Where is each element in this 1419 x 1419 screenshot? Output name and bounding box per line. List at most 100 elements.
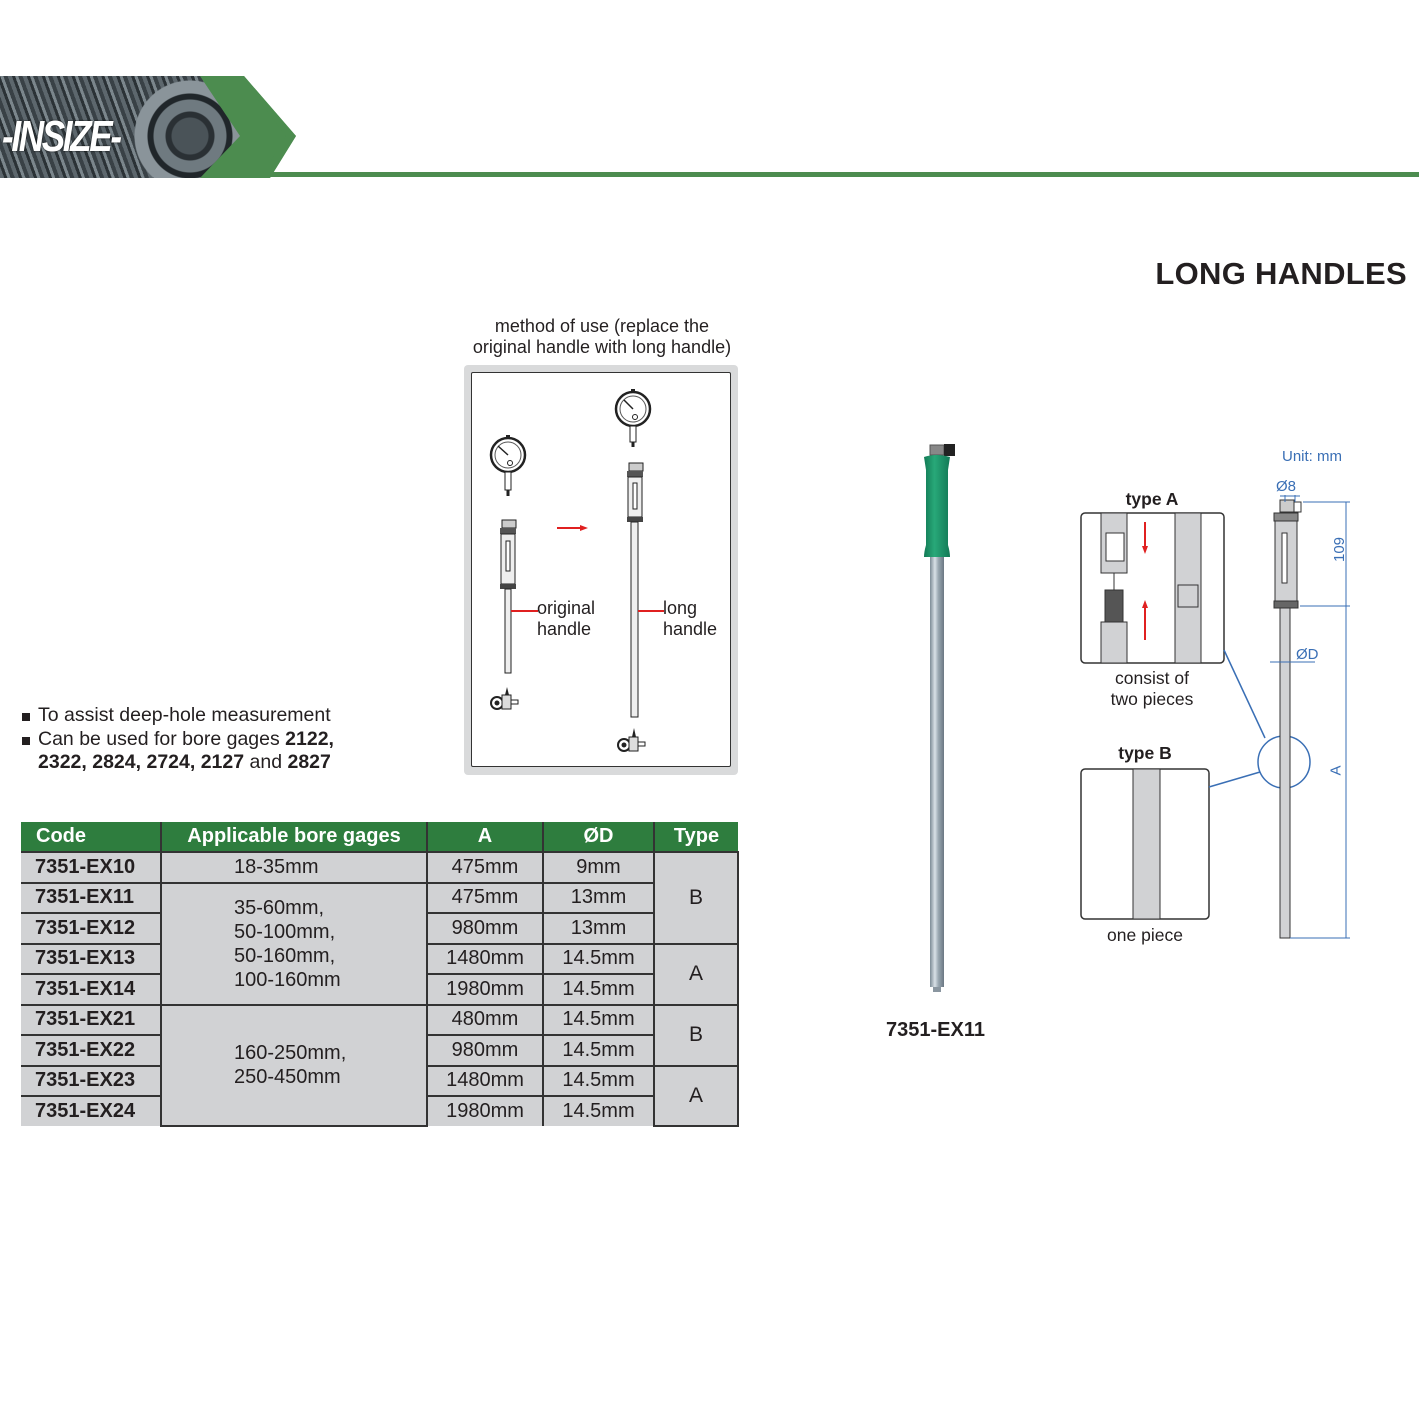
applicable-line: 100-160mm (234, 968, 341, 991)
model-number: 2724, (146, 751, 196, 773)
cell-diameter: 9mm (542, 851, 655, 884)
product-photo-long-handle (924, 444, 955, 992)
long-handle-label: long handle (663, 598, 717, 640)
cell-type: A (653, 942, 739, 1006)
cell-type: B (653, 851, 739, 945)
column-header-a: A (426, 822, 543, 852)
table-row: 7351-EX22 980mm 14.5mm (21, 1034, 738, 1067)
cell-applicable: 160-250mm, 250-450mm (160, 1003, 428, 1127)
unit-label: Unit: mm (1282, 448, 1342, 465)
cell-diameter: 13mm (542, 881, 655, 914)
cell-a: 1480mm (426, 942, 544, 975)
cell-code: 7351-EX13 (21, 942, 162, 975)
cell-a: 980mm (426, 1034, 544, 1067)
dimension-109: 109 (1331, 536, 1349, 563)
label-line: long (663, 598, 698, 618)
column-header-applicable: Applicable bore gages (160, 822, 427, 852)
banner-chevron-icon (200, 76, 296, 178)
cell-code: 7351-EX22 (21, 1034, 162, 1067)
model-number: 2127 (200, 751, 245, 773)
probe-head-icon (617, 728, 646, 752)
label-line: handle (663, 619, 718, 639)
type-b-caption: one piece (1107, 925, 1183, 945)
cell-diameter: 14.5mm (542, 942, 655, 975)
caption-line: method of use (replace the (494, 316, 710, 336)
table-header-row: Code Applicable bore gages A ØD Type (21, 822, 738, 852)
model-number: 2827 (287, 751, 331, 773)
technical-drawing (1080, 495, 1350, 939)
applicable-line: 250-450mm (234, 1066, 341, 1088)
cell-applicable: 35-60mm, 50-100mm, 50-160mm, 100-160mm (160, 881, 428, 1006)
label-line: original (537, 598, 596, 618)
applicable-line: 35-60mm, (234, 896, 325, 919)
column-header-diameter: ØD (542, 822, 654, 852)
original-handle-icon (500, 519, 538, 674)
spec-table: Code Applicable bore gages A ØD Type 735… (21, 822, 739, 1127)
table-row: 7351-EX24 1980mm 14.5mm (21, 1095, 738, 1126)
feature-item: Can be used for bore gages 2122, 2322, 2… (22, 728, 334, 775)
table-row: 7351-EX11 35-60mm, 50-100mm, 50-160mm, 1… (21, 881, 738, 1006)
cell-a: 980mm (426, 912, 544, 945)
insize-logo: -INSIZE- (2, 112, 122, 161)
cell-a: 1480mm (426, 1064, 544, 1097)
feature-text: and (249, 751, 283, 773)
cell-diameter: 14.5mm (542, 1064, 655, 1097)
cell-code: 7351-EX10 (21, 851, 162, 884)
type-b-title: type B (1118, 743, 1172, 763)
applicable-line: 160-250mm, (234, 1042, 347, 1064)
column-header-code: Code (21, 822, 161, 852)
method-of-use-diagram (489, 389, 664, 752)
column-header-type: Type (653, 822, 738, 852)
page-title: LONG HANDLES (1155, 256, 1407, 291)
cell-a: 475mm (426, 881, 544, 914)
method-of-use-caption: method of use (replace the original hand… (460, 316, 744, 358)
feature-text: To assist deep-hole measurement (38, 704, 331, 726)
cell-diameter: 13mm (542, 912, 655, 945)
applicable-line: 50-160mm, (234, 944, 336, 967)
model-number: 2322, (38, 751, 87, 773)
feature-list: To assist deep-hole measurement Can be u… (22, 704, 334, 775)
dial-indicator-icon (614, 389, 652, 447)
type-a-title: type A (1125, 489, 1179, 509)
cell-code: 7351-EX11 (21, 881, 162, 914)
header-banner (0, 76, 300, 178)
applicable-line: 50-100mm, (234, 920, 336, 943)
cell-code: 7351-EX21 (21, 1003, 162, 1036)
type-a-caption: consist of two pieces (1090, 668, 1214, 710)
caption-line: original handle with long handle) (472, 337, 732, 357)
cell-diameter: 14.5mm (542, 1034, 655, 1067)
table-row: 7351-EX12 980mm 13mm (21, 912, 738, 945)
table-row: 7351-EX14 1980mm 14.5mm (21, 973, 738, 1006)
table-row: 7351-EX10 18-35mm 475mm 9mm B (21, 851, 739, 945)
table-row: 7351-EX21 160-250mm, 250-450mm 480mm 14.… (21, 1003, 739, 1127)
dial-indicator-icon (489, 435, 527, 496)
caption-line: consist of (1115, 668, 1189, 688)
cell-code: 7351-EX12 (21, 912, 162, 945)
cell-a: 1980mm (426, 1095, 544, 1126)
cell-a: 1980mm (426, 973, 544, 1006)
dimension-a: A (1327, 765, 1345, 776)
banner-gear-photo (0, 76, 240, 178)
probe-head-icon (490, 687, 519, 710)
feature-item: To assist deep-hole measurement (22, 704, 334, 728)
cell-diameter: 14.5mm (542, 1003, 655, 1036)
method-of-use-panel: original handle long handle (464, 365, 738, 775)
caption-line: two pieces (1110, 689, 1194, 709)
cell-code: 7351-EX14 (21, 973, 162, 1006)
cell-type: B (653, 1003, 739, 1067)
cell-a: 480mm (426, 1003, 544, 1036)
label-line: handle (537, 619, 592, 639)
model-number: 2824, (92, 751, 142, 773)
feature-text: Can be used for bore gages (38, 727, 286, 750)
table-row: 7351-EX23 1480mm 14.5mm A (21, 1064, 739, 1127)
cell-code: 7351-EX23 (21, 1064, 162, 1097)
long-handle-icon (627, 462, 664, 718)
cell-diameter: 14.5mm (542, 973, 655, 1006)
cell-code: 7351-EX24 (21, 1095, 162, 1126)
cell-applicable: 18-35mm (160, 851, 428, 884)
dimension-diameter-8: Ø8 (1276, 478, 1297, 495)
cell-type: A (653, 1064, 739, 1127)
method-of-use-frame: original handle long handle (471, 372, 731, 767)
cell-a: 475mm (426, 851, 544, 884)
cell-diameter: 14.5mm (542, 1095, 655, 1126)
